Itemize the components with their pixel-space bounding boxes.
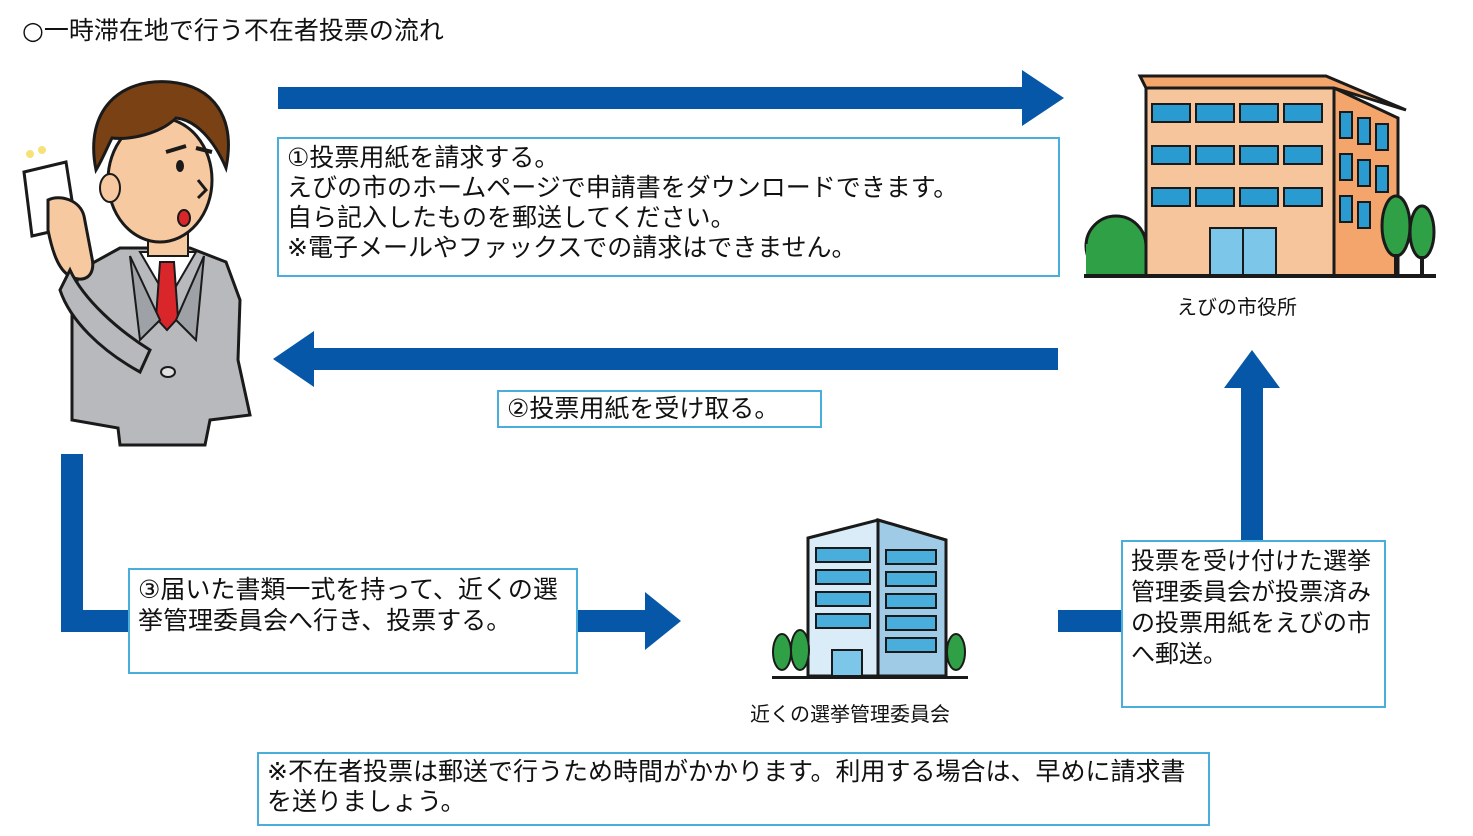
committee-label: 近くの選挙管理委員会 <box>750 702 950 726</box>
step2-text: ②投票用紙を受け取る。 <box>507 394 780 423</box>
step1-line1: ①投票用紙を請求する。 <box>287 143 560 172</box>
step1-line4: ※電子メールやファックスでの請求はできません。 <box>287 233 857 262</box>
step4-mail-box: 投票を受け付けた選挙管理委員会が投票済みの投票用紙をえびの市へ郵送。 <box>1121 540 1386 708</box>
step1-line2: えびの市のホームページで申請書をダウンロードできます。 <box>287 173 959 202</box>
page-title: ○一時滞在地で行う不在者投票の流れ <box>22 16 444 45</box>
note-text: ※不在者投票は郵送で行うため時間がかかります。利用する場合は、早めに請求書を送り… <box>267 757 1186 816</box>
person-illustration <box>22 80 252 447</box>
step1-request-box: ①投票用紙を請求する。 えびの市のホームページで申請書をダウンロードできます。 … <box>277 137 1060 277</box>
step3-vote-box: ③届いた書類一式を持って、近くの選挙管理委員会へ行き、投票する。 <box>128 568 578 674</box>
arrow-mail-back <box>1058 350 1280 632</box>
step1-line3: 自ら記入したものを郵送してください。 <box>287 203 736 232</box>
step2-receive-box: ②投票用紙を受け取る。 <box>497 390 822 428</box>
city-office-building <box>1084 74 1436 278</box>
arrow-request-right <box>278 70 1064 126</box>
step3-text: ③届いた書類一式を持って、近くの選挙管理委員会へ行き、投票する。 <box>138 575 558 635</box>
committee-building <box>772 517 968 679</box>
arrow-go-vote <box>61 454 681 650</box>
step4-text: 投票を受け付けた選挙管理委員会が投票済みの投票用紙をえびの市へ郵送。 <box>1131 547 1371 668</box>
note-box: ※不在者投票は郵送で行うため時間がかかります。利用する場合は、早めに請求書を送り… <box>257 752 1210 826</box>
city-office-label: えびの市役所 <box>1177 295 1297 319</box>
arrow-receive-left <box>273 331 1058 387</box>
